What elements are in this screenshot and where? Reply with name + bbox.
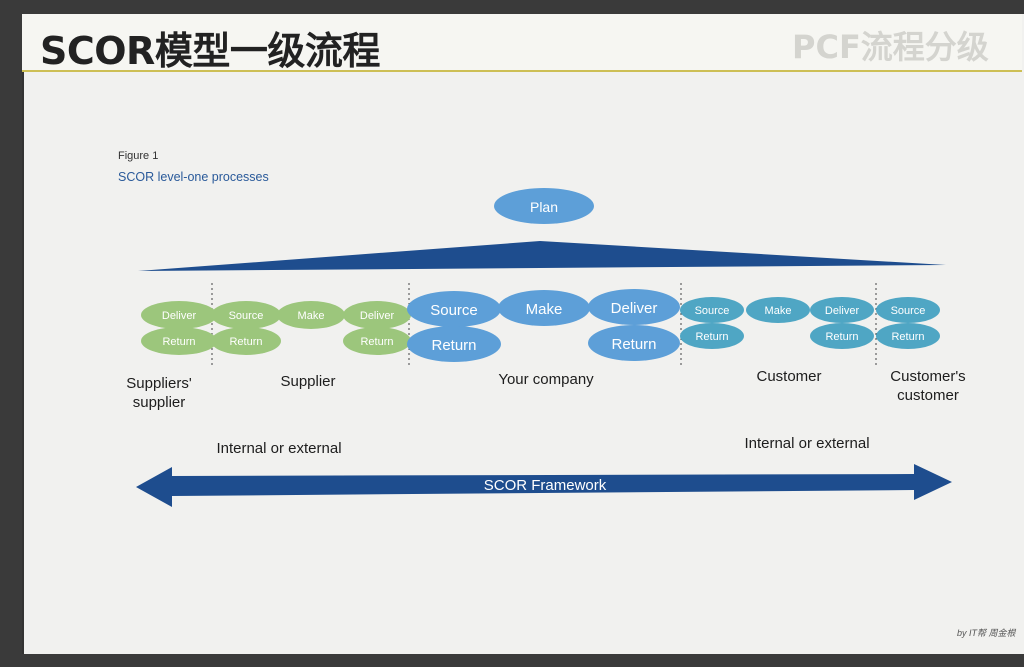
framework-arrow <box>136 464 952 507</box>
yc-deliver-node <box>588 289 680 325</box>
page-title: SCOR模型一级流程 <box>40 29 380 73</box>
sup-make-node <box>277 301 345 329</box>
ss-deliver-node <box>141 301 217 329</box>
label-suppliers-supplier: Suppliers' supplier <box>122 374 196 412</box>
cu-source-return-label: Return <box>695 331 728 343</box>
label-customer: Customer <box>756 368 822 385</box>
cu-deliver-return-node <box>810 323 874 349</box>
yc-source-label: Source <box>430 302 478 319</box>
yc-deliver-label: Deliver <box>611 300 658 317</box>
framework-label: SCOR Framework <box>484 477 607 494</box>
sup-deliver-node <box>343 301 411 329</box>
sup-make-label: Make <box>298 310 325 322</box>
yc-make-label: Make <box>526 301 563 318</box>
yc-source-node <box>407 291 501 327</box>
ss-return-label: Return <box>162 336 195 348</box>
title-band <box>22 14 1022 72</box>
label-customers-customer-line2: customer <box>897 387 959 404</box>
ss-return-node <box>141 327 217 355</box>
cu-source-return-node <box>680 323 744 349</box>
cu-deliver-return-label: Return <box>825 331 858 343</box>
cu-source-label: Source <box>695 305 730 317</box>
yc-make-node <box>498 290 590 326</box>
label-your-company: Your company <box>498 371 594 388</box>
plan-wedge <box>138 241 946 271</box>
yc-deliver-return-node <box>588 325 680 361</box>
cu-deliver-label: Deliver <box>825 305 860 317</box>
cu-make-node <box>746 297 810 323</box>
sup-deliver-return-label: Return <box>360 336 393 348</box>
sup-source-return-label: Return <box>229 336 262 348</box>
label-customers-customer-line1: Customer's <box>890 368 966 385</box>
label-supplier: Supplier <box>280 373 336 390</box>
sup-deliver-label: Deliver <box>360 310 395 322</box>
sup-source-label: Source <box>229 310 264 322</box>
yc-deliver-return-label: Return <box>611 336 656 353</box>
sup-source-return-node <box>211 327 281 355</box>
yc-source-return-label: Return <box>431 337 476 354</box>
sup-source-node <box>211 301 281 329</box>
label-suppliers-supplier-line2: supplier <box>132 394 186 411</box>
plan-label: Plan <box>530 199 558 215</box>
internal-external-right: Internal or external <box>744 435 870 452</box>
sup-deliver-return-node <box>343 327 411 355</box>
internal-external-left: Internal or external <box>216 440 342 457</box>
watermark: by IT帮 周金根 <box>957 628 1016 638</box>
cu-source-node <box>680 297 744 323</box>
cu-deliver-node <box>810 297 874 323</box>
cc-return-node <box>876 323 940 349</box>
label-suppliers-supplier-line1: Suppliers' <box>126 375 192 392</box>
cc-return-label: Return <box>891 331 924 343</box>
cc-source-label: Source <box>891 305 926 317</box>
yc-source-return-node <box>407 326 501 362</box>
ss-deliver-label: Deliver <box>162 310 197 322</box>
figure-number: Figure 1 <box>118 150 159 162</box>
figure-title: SCOR level-one processes <box>118 170 269 184</box>
cu-make-label: Make <box>765 305 792 317</box>
plan-node <box>494 188 594 224</box>
cc-source-node <box>876 297 940 323</box>
label-customers-customer: Customer's customer <box>878 367 978 405</box>
bleed-through-text: PCF流程分级 <box>792 28 989 66</box>
